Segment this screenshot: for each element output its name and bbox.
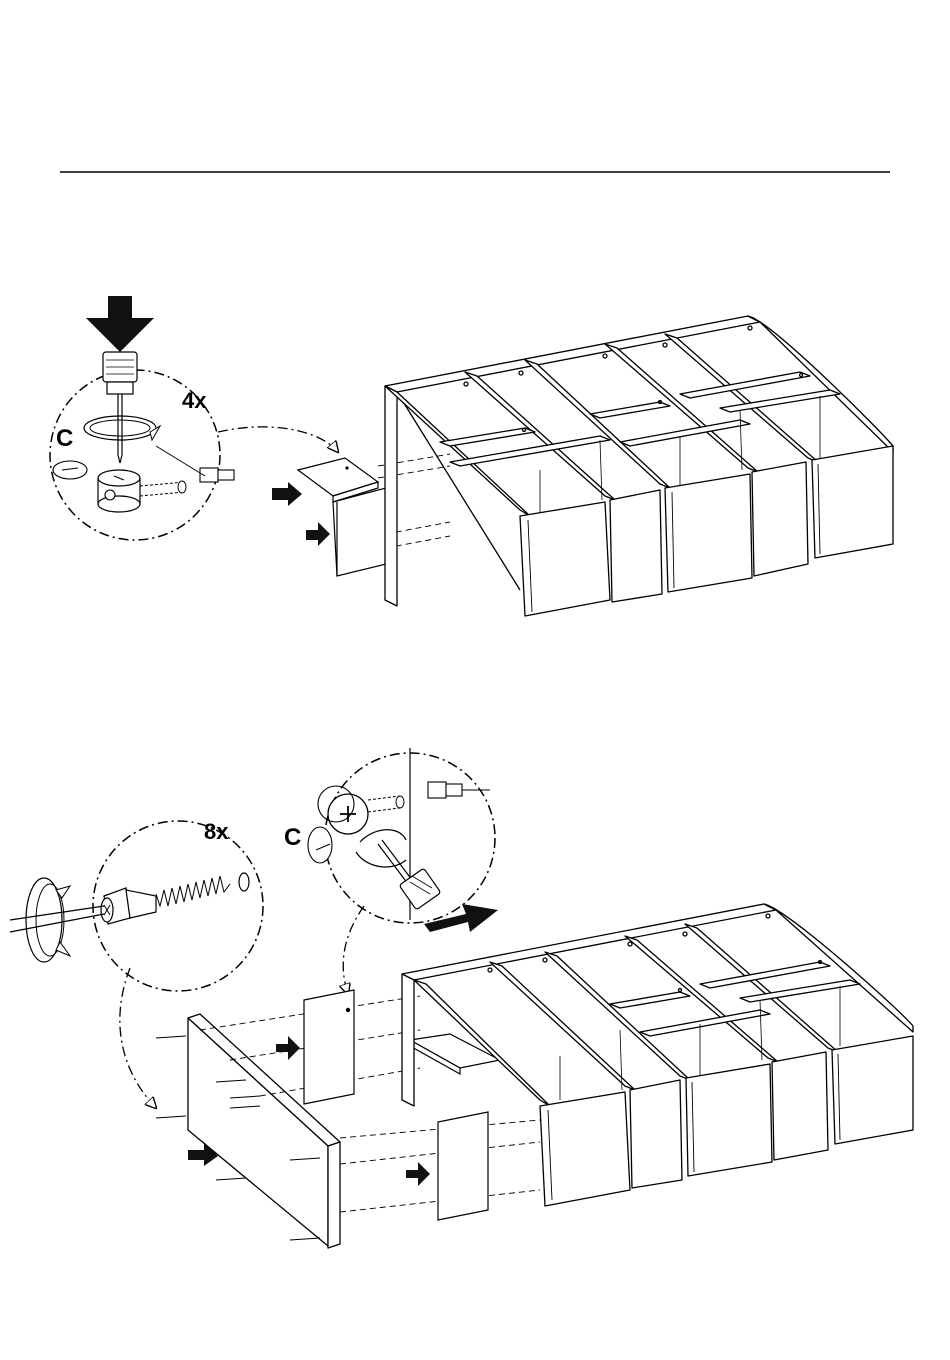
cabinet-assembly <box>385 316 893 616</box>
lower-panel <box>438 1112 488 1220</box>
leader-line <box>218 427 338 452</box>
rotate-icon <box>26 878 70 962</box>
quantity-label: 8x <box>204 819 229 844</box>
side-panel <box>298 458 386 576</box>
fitting-label: C <box>284 824 301 851</box>
screw-icon <box>101 873 249 924</box>
quantity-label: 4x <box>182 388 207 413</box>
leader-line <box>343 906 364 994</box>
fitting-label: C <box>56 425 73 452</box>
shelf-board <box>410 1034 500 1074</box>
cam-lock-icon <box>308 786 368 863</box>
step-2: C <box>10 748 913 1248</box>
step-1: 4x C <box>50 296 893 616</box>
cam-lock-icon <box>53 461 140 512</box>
push-arrow-icon <box>86 296 154 352</box>
screwdriver-icon <box>10 906 104 932</box>
back-panel <box>304 990 354 1104</box>
screwdriver-icon <box>103 352 137 463</box>
push-arrow-icon <box>272 482 330 546</box>
push-arrow-icon <box>424 904 498 932</box>
dowel-icon <box>368 782 490 812</box>
leader-line <box>120 968 156 1108</box>
dowel-icon <box>140 446 234 496</box>
